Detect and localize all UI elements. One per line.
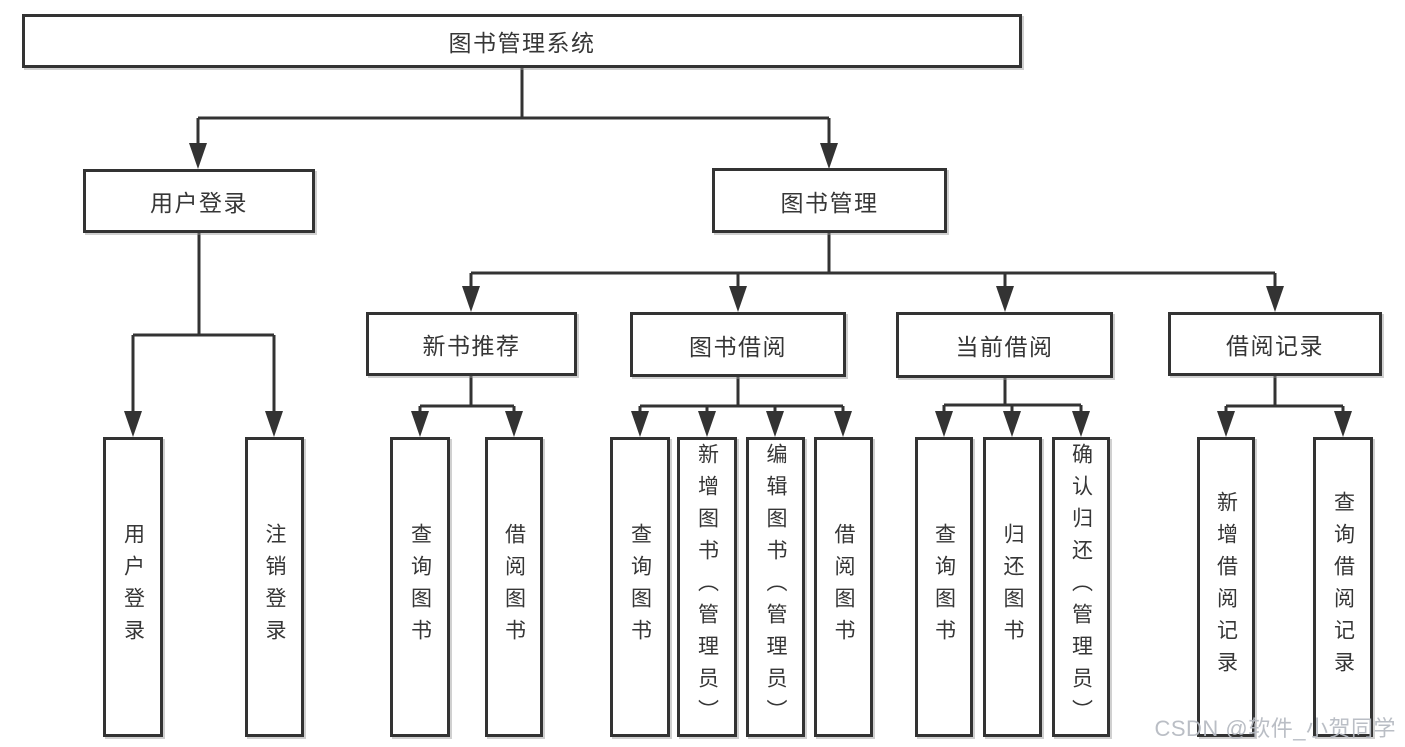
leaf-borrow-books-recommend-label: 借阅图书 — [502, 523, 526, 651]
arrow-icon — [631, 411, 649, 437]
arrow-icon — [189, 143, 207, 169]
leaf-edit-books-admin-label: 编辑图书（管理员） — [764, 443, 787, 731]
leaf-user-login: 用户登录 — [103, 437, 163, 737]
arrow-icon — [1003, 411, 1021, 437]
node-borrow-records: 借阅记录 — [1168, 312, 1382, 376]
leaf-logout: 注销登录 — [245, 437, 304, 737]
arrow-icon — [411, 411, 429, 437]
leaf-borrow-books: 借阅图书 — [814, 437, 873, 737]
leaf-logout-label: 注销登录 — [263, 523, 286, 651]
leaf-search-books-recommend-label: 查询图书 — [408, 523, 432, 651]
node-book-borrow: 图书借阅 — [630, 312, 846, 377]
node-book-management-label: 图书管理 — [780, 189, 879, 216]
leaf-add-books-admin: 新增图书（管理员） — [677, 437, 737, 737]
node-new-book-recommend-label: 新书推荐 — [422, 333, 521, 359]
connector-new-book — [418, 376, 516, 414]
arrow-icon — [265, 411, 283, 437]
arrow-icon — [1072, 411, 1090, 437]
leaf-edit-books-admin: 编辑图书（管理员） — [746, 437, 805, 737]
leaf-add-books-admin-label: 新增图书（管理员） — [695, 443, 719, 731]
connector-root — [196, 68, 831, 146]
node-root-label: 图书管理系统 — [448, 30, 596, 56]
leaf-search-books-current: 查询图书 — [915, 437, 973, 737]
leaf-add-borrow-record: 新增借阅记录 — [1197, 437, 1255, 737]
leaf-return-books: 归还图书 — [983, 437, 1042, 737]
connector-borrow-records — [1224, 376, 1345, 414]
arrow-icon — [505, 411, 523, 437]
arrow-icon — [820, 143, 838, 169]
node-user-login-label: 用户登录 — [150, 190, 248, 216]
node-root: 图书管理系统 — [22, 14, 1022, 68]
arrow-icon — [996, 286, 1014, 312]
arrow-icon — [729, 286, 747, 312]
leaf-confirm-return-admin: 确认归还（管理员） — [1052, 437, 1110, 737]
arrow-icon — [124, 411, 142, 437]
arrow-icon — [766, 411, 784, 437]
leaf-search-books-recommend: 查询图书 — [390, 437, 450, 737]
leaf-return-books-label: 归还图书 — [1001, 523, 1024, 651]
arrow-icon — [1217, 411, 1235, 437]
node-current-borrow: 当前借阅 — [896, 312, 1113, 378]
arrow-icon — [834, 411, 852, 437]
connector-book-management — [469, 233, 1277, 290]
leaf-search-books-current-label: 查询图书 — [932, 523, 956, 651]
arrow-icon — [1266, 286, 1284, 312]
node-book-management: 图书管理 — [712, 168, 947, 233]
node-new-book-recommend: 新书推荐 — [366, 312, 577, 376]
arrow-icon — [698, 411, 716, 437]
leaf-confirm-return-admin-label: 确认归还（管理员） — [1069, 443, 1093, 731]
leaf-search-borrow-record: 查询借阅记录 — [1313, 437, 1373, 737]
leaf-search-books-borrow: 查询图书 — [610, 437, 670, 737]
leaf-borrow-books-label: 借阅图书 — [832, 523, 855, 651]
leaf-borrow-books-recommend: 借阅图书 — [485, 437, 543, 737]
connector-current-borrow — [942, 378, 1083, 414]
leaf-user-login-label: 用户登录 — [121, 523, 145, 651]
connector-book-borrow — [638, 377, 845, 414]
leaf-search-borrow-record-label: 查询借阅记录 — [1331, 491, 1355, 683]
arrow-icon — [1334, 411, 1352, 437]
node-borrow-records-label: 借阅记录 — [1226, 333, 1324, 359]
leaf-search-books-borrow-label: 查询图书 — [628, 523, 652, 651]
node-book-borrow-label: 图书借阅 — [689, 333, 787, 360]
watermark: CSDN @软件_小贺同学 — [1154, 716, 1396, 741]
leaf-add-borrow-record-label: 新增借阅记录 — [1214, 491, 1238, 683]
connector-user-login — [131, 233, 276, 414]
arrow-icon — [935, 411, 953, 437]
node-current-borrow-label: 当前借阅 — [955, 334, 1054, 360]
arrow-icon — [462, 286, 480, 312]
node-user-login: 用户登录 — [83, 169, 315, 233]
